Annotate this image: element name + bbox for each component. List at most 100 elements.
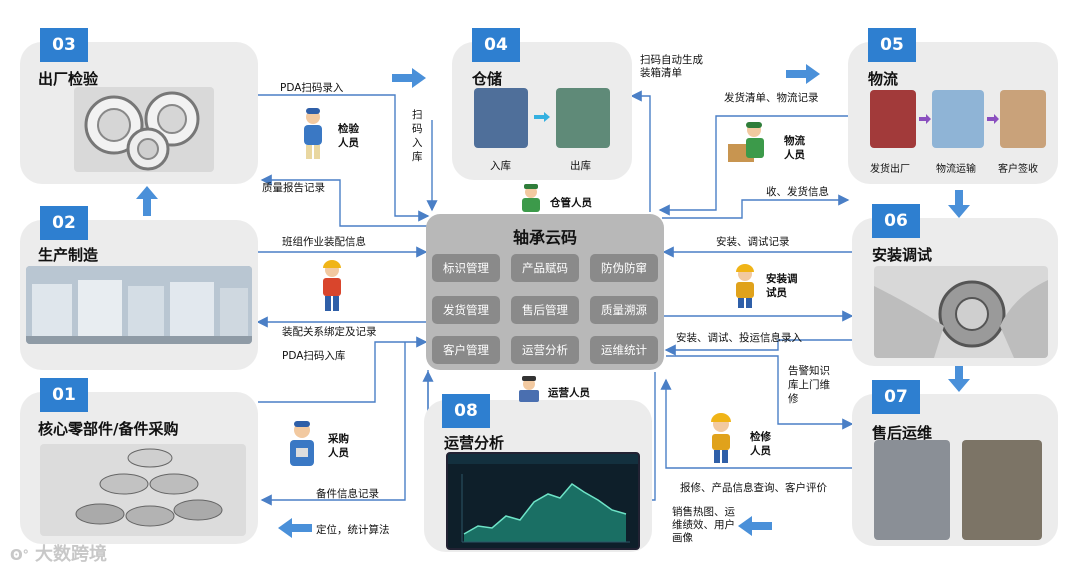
core-platform: 轴承云码 标识管理 产品赋码 防伪防窜 发货管理 售后管理 质量溯源 客户管理 … [426,214,664,370]
card-after-sales: 07 售后运维 [852,380,1058,546]
flow-label: 报修、产品信息查询、客户评价 [680,482,827,494]
outbound-photo [556,88,610,148]
flow-label: 收、发货信息 [766,186,829,198]
flow-label: PDA扫码录入 [280,82,344,94]
module-tile[interactable]: 售后管理 [511,296,579,324]
transport-photo [932,90,984,148]
flow-label: 销售热图、运维绩效、用户画像 [672,506,735,544]
card-outgoing-inspection: 03 出厂检验 [20,28,258,184]
arrow-down-06-07 [948,364,970,392]
arrow-right-icon [534,112,550,122]
role-label: 采购人员 [328,433,349,459]
step-receive: 客户签收 [998,164,1038,175]
role-label: 物流人员 [784,135,805,161]
card-title: 仓储 [472,70,503,88]
flow-label: 安装、调试记录 [716,236,790,248]
flow-label: 备件信息记录 [316,488,379,500]
flow-label: 装配关系绑定及记录 [282,326,377,338]
watermark: ʘᐤ 大数跨境 [10,540,107,566]
installer-figure-icon [736,264,754,308]
role-label: 检修人员 [750,431,771,457]
module-tile[interactable]: 质量溯源 [590,296,658,324]
line-core-to-01 [260,342,406,506]
watermark-logo-icon: ʘᐤ [10,546,29,564]
card-title: 物流 [868,70,899,88]
line-core-to-05 [662,194,850,219]
line-03-to-core [258,94,430,222]
maintenance-photo-1 [874,440,950,540]
factory-photo [26,266,252,344]
step-transport: 物流运输 [936,164,976,175]
module-tile[interactable]: 发货管理 [432,296,500,324]
line-07-to-core-b [660,378,852,469]
warehouse-keeper-figure-icon [522,184,540,212]
module-tile[interactable]: 客户管理 [432,336,500,364]
line-07-to-core [664,339,852,356]
card-title: 出厂检验 [38,70,99,88]
arrow-right-icon [987,114,999,124]
flow-label: 安装、调试、投运信息录入 [676,332,802,344]
core-title: 轴承云码 [512,228,577,247]
module-tile[interactable]: 运营分析 [511,336,579,364]
repair-worker-figure-icon [711,413,731,463]
flow-label: 质量报告记录 [262,182,325,194]
arrow-right-03-04 [392,68,426,88]
logistics-figure-icon [728,122,764,162]
arrow-right-icon [919,114,931,124]
operator-figure-icon [519,376,539,402]
dashboard-screen [446,452,640,550]
bearing-photo [74,87,214,172]
card-installation: 06 安装调试 [852,204,1058,366]
card-operation-analysis: 08 运营分析 [424,394,652,552]
card-warehouse: 04 仓储 入库 出库 [452,28,632,180]
role-label: 检验人员 [338,123,359,149]
arrow-up-02-03 [136,186,158,216]
arrow-right-04-05 [786,64,820,84]
step-badge-07: 07 [872,380,920,414]
watermark-text: 大数跨境 [34,544,107,565]
step-badge-03: 03 [40,28,88,62]
step-ship: 发货出厂 [870,164,910,175]
purchaser-figure-icon [290,421,314,466]
arrow-down-05-06 [948,190,970,218]
flow-label: 扫码自动生成装箱清单 [640,54,703,79]
inspector-figure-icon [304,108,322,159]
flow-label: 定位，统计算法 [316,524,390,536]
module-tile[interactable]: 标识管理 [432,254,500,282]
card-title: 核心零部件/备件采购 [38,420,179,438]
receipt-photo [1000,90,1046,148]
card-logistics: 05 物流 发货出厂 物流运输 客户签收 [848,28,1058,184]
card-title: 生产制造 [38,246,99,264]
flow-label: PDA扫码入库 [282,350,346,362]
flow-label: 班组作业装配信息 [282,236,366,248]
module-tile[interactable]: 产品赋码 [511,254,579,282]
card-production: 02 生产制造 [20,206,258,370]
maintenance-photo-2 [962,440,1042,540]
card-title: 运营分析 [444,434,505,452]
installation-photo [874,266,1048,358]
assembly-worker-figure-icon [323,260,341,311]
arrow-left-to-08 [738,516,772,536]
module-tile[interactable]: 运维统计 [590,336,658,364]
module-tile[interactable]: 防伪防窜 [590,254,658,282]
role-label: 仓管人员 [550,197,592,209]
step-badge-04: 04 [472,28,520,62]
step-badge-06: 06 [872,204,920,238]
line-core-to-07 [666,355,854,430]
card-procurement: 01 核心零部件/备件采购 [20,378,258,544]
line-05-to-core [658,115,850,216]
card-title: 售后运维 [872,424,933,442]
step-badge-01: 01 [40,378,88,412]
step-badge-02: 02 [40,206,88,240]
line-core-to-04 [630,90,651,212]
inbound-photo [474,88,528,148]
rings-photo [40,444,246,536]
card-title: 安装调试 [872,246,933,264]
step-badge-05: 05 [868,28,916,62]
line-core-to-03 [260,174,430,227]
inbound-label: 入库 [490,160,511,172]
outbound-label: 出库 [570,160,591,172]
flow-label: 告警知识库上门维修 [788,365,830,405]
line-01-to-core [258,336,428,403]
role-label: 运营人员 [548,387,590,399]
